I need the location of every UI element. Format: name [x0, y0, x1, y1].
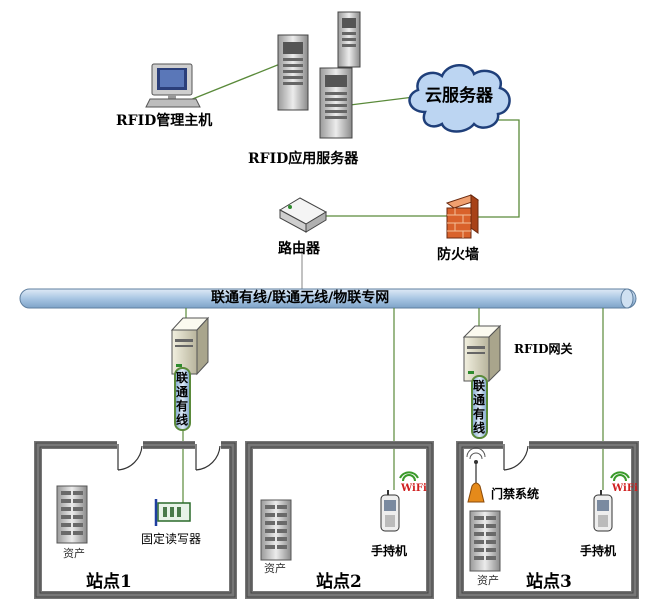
- wifi-3-icon: [610, 471, 630, 482]
- wifi-3-label: WiFi: [612, 483, 638, 494]
- asset-cabinet-2-icon: [260, 499, 292, 561]
- wifi-2-label: WiFi: [401, 483, 427, 494]
- wifi-2-icon: [399, 471, 419, 482]
- bus-drop-links: [185, 308, 604, 490]
- handheld-2-icon: [380, 490, 400, 532]
- rfid-host-computer-icon: [145, 63, 201, 108]
- asset-cabinet-3-icon: [469, 510, 501, 572]
- asset-1-label: 资产: [63, 547, 85, 560]
- site-3-label: 站点3: [526, 572, 572, 592]
- access-control-antenna-icon: [466, 447, 486, 503]
- app-server-1-icon: [277, 34, 309, 111]
- rfid-gateway-label: RFID网关: [514, 342, 573, 356]
- site-2-room: [245, 441, 434, 599]
- fixed-reader-label: 固定读写器: [141, 532, 202, 546]
- site-1-room: [34, 439, 237, 599]
- handheld-3-icon: [593, 490, 613, 532]
- asset-2-label: 资产: [264, 562, 286, 575]
- left-wired-link-label: 联通有线: [175, 371, 188, 427]
- rfid-host-label: RFID管理主机: [116, 113, 213, 129]
- router-label: 路由器: [278, 241, 320, 257]
- cloud-icon: [408, 64, 511, 133]
- right-wired-link-label: 联通有线: [472, 379, 485, 435]
- network-bus-pipe: [19, 288, 637, 309]
- access-control-label: 门禁系统: [491, 487, 540, 501]
- fixed-reader-icon: [154, 499, 191, 526]
- handheld-3-label: 手持机: [580, 544, 617, 558]
- left-gateway-server-icon: [170, 316, 210, 376]
- site-3-room: [456, 439, 639, 599]
- right-wired-link: [471, 375, 488, 439]
- app-server-3-icon: [319, 67, 353, 139]
- router-icon: [278, 197, 328, 233]
- handheld-2-label: 手持机: [371, 544, 408, 558]
- asset-cabinet-1-icon: [56, 485, 88, 544]
- cloud-server-label: 云服务器: [425, 86, 493, 106]
- firewall-label: 防火墙: [437, 247, 479, 263]
- firewall-icon: [445, 194, 480, 239]
- app-server-2-icon: [337, 11, 361, 68]
- asset-3-label: 资产: [477, 574, 499, 587]
- network-bus-label: 联通有线/联通无线/物联专网: [211, 290, 390, 306]
- site-2-label: 站点2: [316, 572, 362, 592]
- rfid-gateway-server-icon: [462, 324, 502, 383]
- rfid-app-server-label: RFID应用服务器: [248, 151, 359, 167]
- app-server-cluster-icon: [277, 11, 361, 139]
- site-1-label: 站点1: [86, 572, 132, 592]
